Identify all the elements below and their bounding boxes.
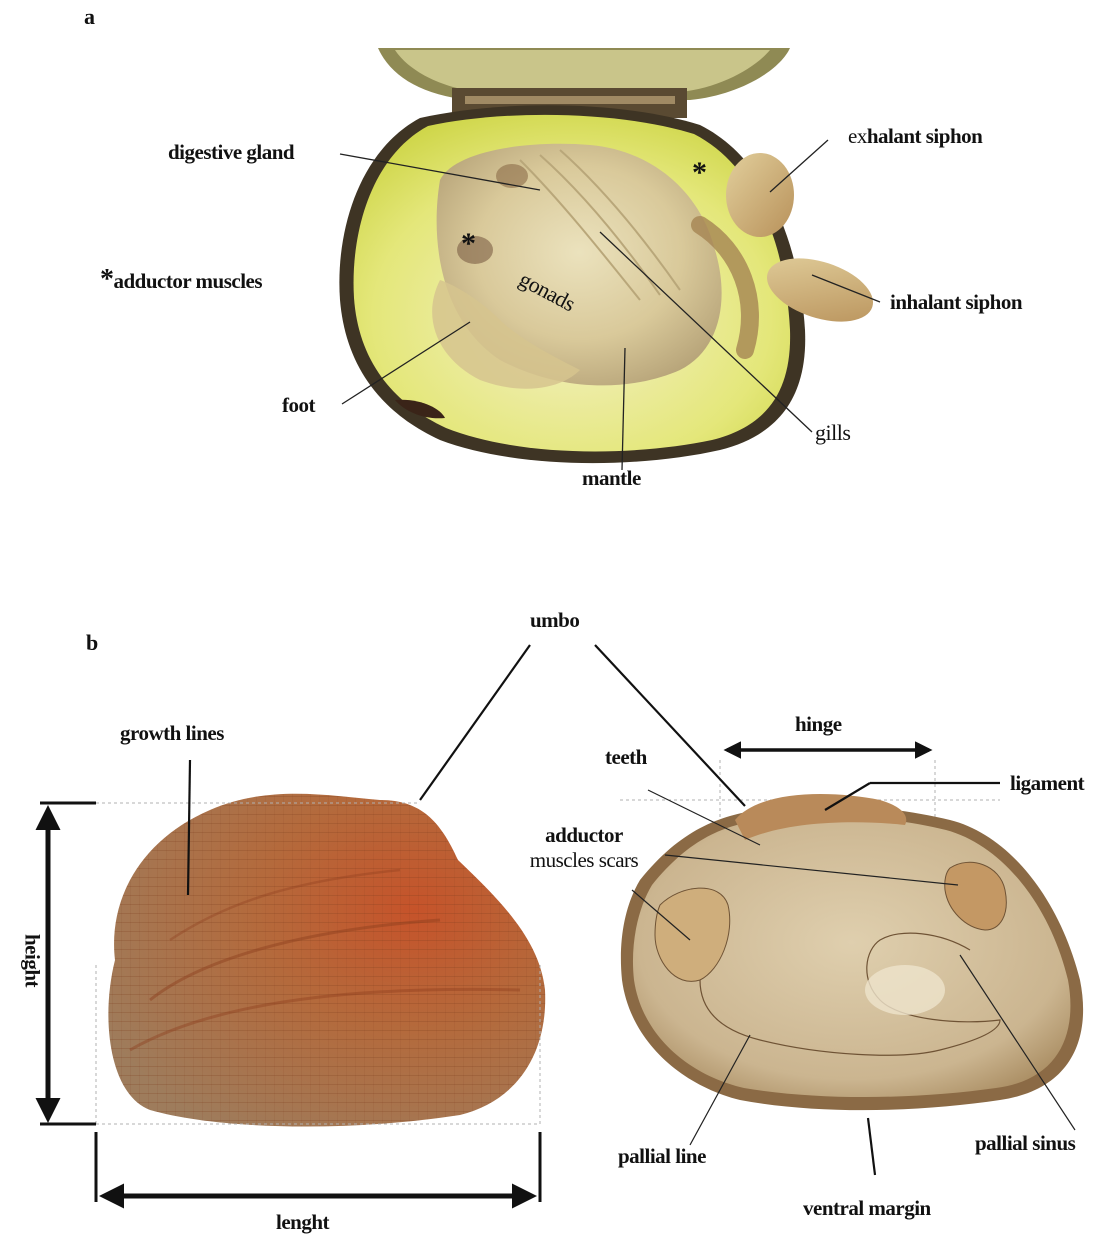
label-umbo: umbo [530,610,579,631]
label-adductor-scars-line1: adductor [505,825,663,846]
label-pallial-sinus: pallial sinus [975,1133,1075,1154]
label-hinge: hinge [795,714,842,735]
height-arrow [40,803,96,1124]
label-teeth: teeth [605,747,647,768]
label-mantle: mantle [582,468,641,489]
label-digestive-gland: digestive gland [168,142,294,163]
panel-label-b: b [86,632,98,654]
asterisk-marker-right: * [692,158,707,188]
asterisk-marker-legend: * [100,264,114,295]
label-exhalant-prefix: ex [848,124,867,148]
label-adductor-scars-line2: muscles scars [505,850,663,871]
label-growth-lines: growth lines [120,723,224,744]
inner-shell-photo [621,794,1083,1110]
outer-shell-photo [108,794,545,1127]
label-inhalant-siphon: inhalant siphon [890,292,1022,313]
label-ligament: ligament [1010,773,1084,794]
label-adductor-muscles-text: adductor muscles [114,269,263,293]
length-arrow [96,1132,540,1202]
asterisk-marker-left: * [461,229,476,259]
label-gills: gills [815,422,850,444]
open-clam-photo [339,48,881,463]
label-exhalant-rest: halant siphon [867,124,982,148]
label-lenght: lenght [276,1212,329,1233]
label-adductor-muscles-scars: adductor muscles scars [505,825,663,871]
label-ventral-margin: ventral margin [803,1198,931,1219]
label-height: height [22,921,43,1001]
label-pallial-line: pallial line [618,1146,706,1167]
label-adductor-muscles: *adductor muscles [100,266,262,294]
panel-label-a: a [84,6,95,28]
label-foot: foot [282,395,315,416]
label-exhalant-siphon: exhalant siphon [848,126,982,147]
